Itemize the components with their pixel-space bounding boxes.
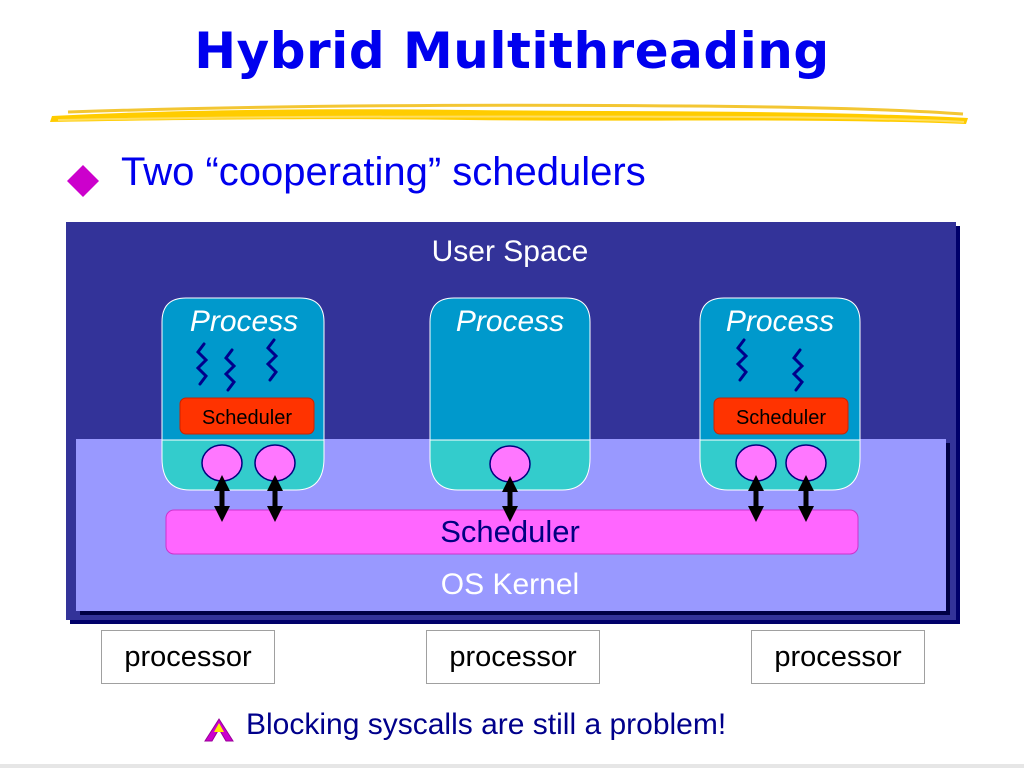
user-scheduler-box-3 — [713, 397, 849, 435]
user-scheduler-label-3: Scheduler — [735, 407, 827, 429]
title-underline-stroke — [50, 103, 968, 124]
user-scheduler-label-1: Scheduler — [201, 407, 293, 429]
bullet-text: Two “cooperating” schedulers — [121, 150, 646, 194]
squiggle-thread-icon — [735, 338, 749, 382]
squiggle-thread-icon — [195, 342, 209, 386]
kernel-thread — [254, 444, 296, 482]
kernel-thread — [735, 444, 777, 482]
user-space-label: User Space — [431, 235, 589, 268]
squiggle-thread-icon — [791, 348, 805, 392]
slide-title: Hybrid Multithreading — [194, 22, 830, 80]
footer-note-text: Blocking syscalls are still a problem! — [246, 708, 727, 741]
process-label-3: Process — [725, 305, 835, 338]
slide-bottom-edge — [0, 764, 1024, 768]
process-label-1: Process — [189, 305, 299, 338]
caret-arrow-icon — [204, 718, 234, 742]
kernel-thread — [201, 444, 243, 482]
process-label-2: Process — [455, 305, 565, 338]
kernel-thread — [489, 445, 531, 483]
user-scheduler-box-1 — [179, 397, 315, 435]
processor-box-2: processor — [426, 630, 600, 684]
processor-box-3: processor — [751, 630, 925, 684]
os-kernel-label: OS Kernel — [440, 568, 580, 601]
kernel-scheduler-label: Scheduler — [440, 514, 580, 549]
squiggle-thread-icon — [223, 348, 237, 392]
processor-box-1: processor — [101, 630, 275, 684]
diamond-bullet-icon — [67, 165, 99, 197]
squiggle-thread-icon — [265, 338, 279, 382]
kernel-thread — [785, 444, 827, 482]
